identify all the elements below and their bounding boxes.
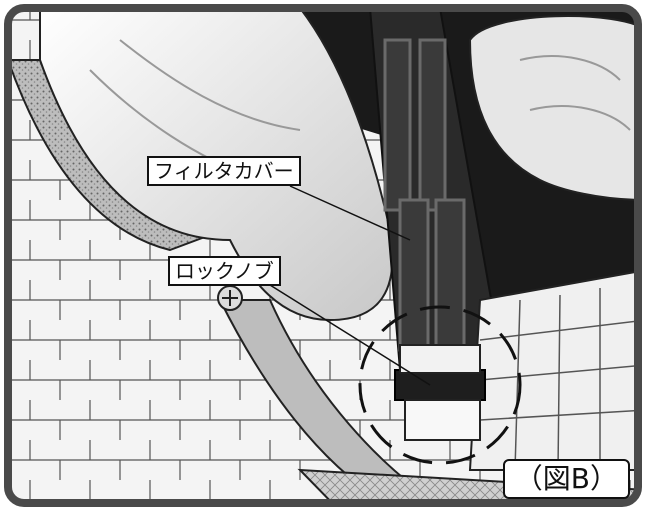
highlight-circle bbox=[358, 305, 522, 465]
figure-id-label: （図B） bbox=[502, 459, 630, 499]
outer-frame bbox=[4, 4, 642, 507]
lock-knob bbox=[394, 344, 486, 441]
base-track bbox=[218, 299, 454, 503]
screw bbox=[217, 285, 243, 311]
filter-cover-label: フィルタカバー bbox=[147, 156, 301, 186]
lock-knob-leader bbox=[269, 284, 431, 386]
lock-knob-label: ロックノブ bbox=[168, 256, 281, 286]
duct bbox=[468, 15, 638, 202]
filter-cover-leader bbox=[289, 185, 411, 241]
